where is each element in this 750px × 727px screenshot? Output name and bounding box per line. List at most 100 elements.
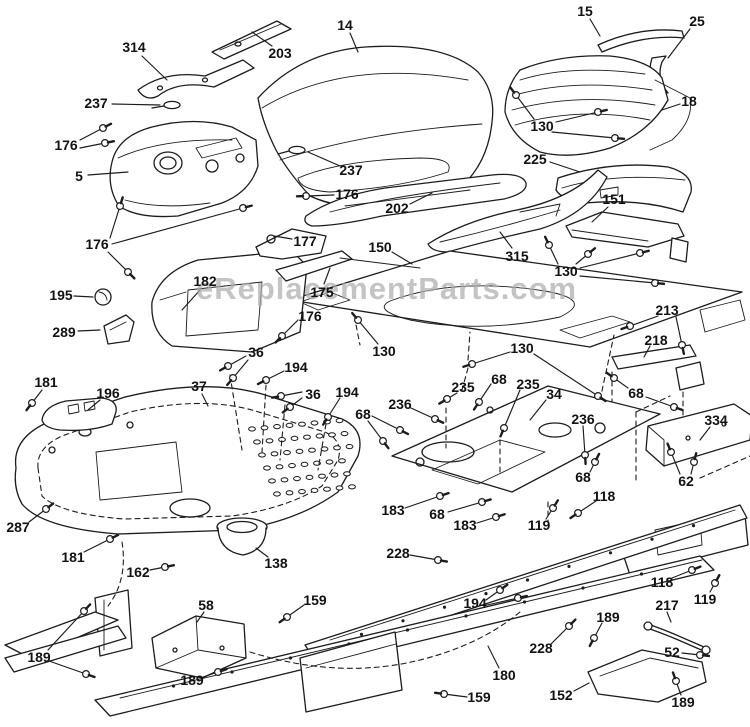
part-callout-202: 202: [385, 200, 409, 216]
fastener-glyph: [100, 139, 116, 148]
part-callout-236: 236: [571, 411, 595, 427]
part-callout-15: 15: [577, 3, 593, 19]
hood-bracket-part: [137, 59, 255, 99]
fastener-glyph: [689, 452, 698, 467]
fastener-glyph: [41, 502, 55, 514]
part-callout-25: 25: [689, 13, 705, 29]
fastener-glyph: [695, 650, 711, 659]
pin-part: [151, 100, 306, 155]
fastener-glyph: [218, 362, 233, 372]
shift-panel-part: [41, 397, 117, 432]
front-bracket-part: [151, 615, 247, 679]
hood-trim-strip-part: [211, 20, 292, 60]
fastener-glyph: [396, 426, 410, 436]
fastener-glyph: [583, 247, 597, 259]
part-callout-194: 194: [284, 359, 308, 375]
callout-leader-lines: [25, 18, 721, 698]
fastener-glyph: [321, 413, 333, 426]
fastener-glyph: [650, 279, 666, 288]
fastener-glyph: [351, 311, 363, 325]
part-callout-189: 189: [180, 672, 204, 688]
fastener-glyph: [580, 451, 589, 466]
part-callout-162: 162: [126, 564, 150, 580]
part-callout-217: 217: [655, 597, 679, 613]
fastener-glyph: [710, 573, 721, 587]
part-callout-235: 235: [516, 376, 540, 392]
fastener-glyph: [79, 603, 92, 615]
alignment-guides: [229, 324, 469, 471]
part-callout-195: 195: [49, 287, 73, 303]
fastener-glyph: [270, 392, 286, 401]
part-callout-176: 176: [298, 308, 322, 324]
part-callout-183: 183: [381, 502, 405, 518]
fastener-glyph: [478, 498, 492, 507]
grille-part: [504, 55, 692, 156]
fastener-glyph: [281, 403, 295, 414]
fastener-glyph: [543, 235, 553, 250]
part-callout-68: 68: [491, 371, 507, 387]
part-callout-289: 289: [52, 324, 76, 340]
fastener-glyph: [593, 107, 608, 116]
part-callout-52: 52: [664, 644, 680, 660]
fastener-glyph: [115, 196, 124, 211]
part-callout-176: 176: [54, 137, 78, 153]
fastener-glyph: [499, 424, 509, 438]
fastener-glyph: [256, 376, 271, 386]
steering-support-part: [255, 228, 421, 282]
fastener-glyph: [226, 374, 238, 387]
hood-part: [257, 45, 494, 210]
part-callout-36: 36: [305, 386, 321, 402]
part-callout-36: 36: [248, 344, 264, 360]
part-callout-196: 196: [96, 385, 120, 401]
fastener-glyph: [438, 395, 452, 405]
part-callout-130: 130: [554, 263, 578, 279]
part-callout-189: 189: [671, 694, 695, 710]
fastener-glyph: [669, 403, 684, 412]
fastener-glyph: [590, 452, 601, 467]
part-callout-287: 287: [6, 519, 30, 535]
part-callout-159: 159: [303, 592, 327, 608]
part-callout-194: 194: [463, 595, 487, 611]
part-callout-176: 176: [85, 236, 109, 252]
knob-part: [94, 288, 112, 306]
part-callout-237: 237: [339, 162, 363, 178]
grille-trim-strip-part: [597, 29, 685, 53]
part-callout-189: 189: [27, 649, 51, 665]
part-callout-152: 152: [549, 687, 573, 703]
part-callout-138: 138: [264, 555, 288, 571]
fastener-glyph: [434, 555, 449, 564]
part-callout-58: 58: [198, 597, 214, 613]
fastener-glyph: [462, 360, 477, 369]
skid-pan-part: [587, 649, 707, 703]
part-callout-68: 68: [355, 406, 371, 422]
part-callout-159: 159: [467, 689, 491, 705]
seat-pan-part: [391, 385, 661, 493]
fastener-glyph: [214, 667, 228, 676]
part-callout-150: 150: [368, 239, 392, 255]
part-callout-228: 228: [386, 545, 410, 561]
fastener-glyph: [123, 268, 136, 280]
part-callout-18: 18: [681, 93, 697, 109]
cup-part: [216, 517, 268, 556]
fastener-glyph: [610, 134, 626, 143]
fastener-glyph: [379, 437, 390, 450]
part-callout-237: 237: [84, 95, 108, 111]
part-callout-34: 34: [546, 386, 562, 402]
part-callout-236: 236: [388, 396, 412, 412]
part-callout-194: 194: [335, 384, 359, 400]
fastener-glyph: [105, 533, 120, 543]
part-callout-68: 68: [429, 506, 445, 522]
fastener-glyph: [472, 398, 484, 411]
part-callout-175: 175: [310, 284, 334, 300]
fastener-glyph: [605, 371, 618, 383]
part-callout-183: 183: [453, 517, 477, 533]
fastener-glyph: [496, 583, 509, 594]
drag-link-part: [643, 621, 711, 655]
chassis-rail-part: [94, 504, 748, 717]
part-callout-180: 180: [492, 667, 516, 683]
fastener-glyph: [81, 669, 96, 679]
part-callout-151: 151: [602, 191, 626, 207]
